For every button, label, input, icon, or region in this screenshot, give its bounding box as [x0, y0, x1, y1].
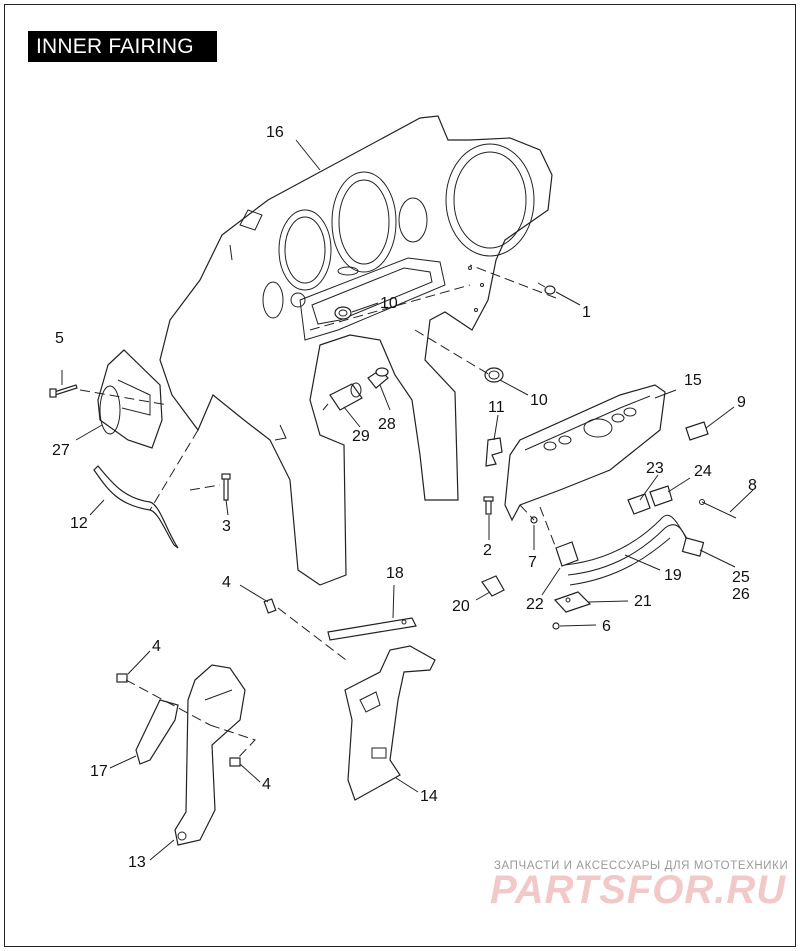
- part-4-screw-a: [263, 598, 277, 614]
- part-12-weatherstrip: [93, 465, 179, 549]
- part-23-24-switches: [627, 485, 673, 515]
- part-3-screw: [221, 473, 231, 501]
- callout-7: 7: [528, 554, 537, 571]
- callout-20: 20: [452, 598, 470, 615]
- watermark-caption: ЗАПЧАСТИ И АКСЕССУАРЫ ДЛЯ МОТОТЕХНИКИ: [494, 860, 789, 872]
- callout-2: 2: [483, 542, 492, 559]
- part-1-push-pin: [537, 282, 556, 295]
- callout-4-a: 4: [222, 574, 231, 591]
- callout-29: 29: [352, 428, 370, 445]
- part-5-screw: [49, 384, 78, 398]
- diagram-frame: [4, 4, 796, 947]
- callout-6: 6: [602, 618, 611, 635]
- part-4-screw-c: [229, 757, 241, 767]
- part-4-screw-b: [116, 673, 128, 683]
- part-25-26-connector: [681, 537, 705, 557]
- callout-4-b: 4: [152, 638, 161, 655]
- callout-labels: 16 1 10 10 15 9 11 23 24 8 5 27 12 3 29 …: [52, 124, 757, 871]
- part-16-inner-fairing: [159, 115, 553, 586]
- callout-1: 1: [582, 304, 591, 321]
- leader-lines: [61, 139, 754, 861]
- callout-15: 15: [684, 372, 702, 389]
- part-9-nut: [685, 421, 709, 441]
- callout-25: 25: [732, 569, 750, 586]
- callout-10-lower: 10: [530, 392, 548, 409]
- part-18-bracket-bar: [327, 617, 417, 641]
- callout-13: 13: [128, 854, 146, 871]
- callout-28: 28: [378, 416, 396, 433]
- callout-17: 17: [90, 763, 108, 780]
- assembly-lines: [79, 264, 557, 761]
- part-17-bracket: [135, 699, 179, 765]
- callout-9: 9: [737, 394, 746, 411]
- callout-26: 26: [732, 586, 750, 603]
- diagram-title: INNER FAIRING: [28, 31, 217, 62]
- part-13-bracket: [174, 664, 246, 846]
- callout-21: 21: [634, 593, 652, 610]
- callout-23: 23: [646, 460, 664, 477]
- part-11-clip: [485, 437, 503, 467]
- part-10-grommet-lower: [484, 367, 504, 383]
- part-28-lighter-element: [367, 367, 389, 389]
- callout-11: 11: [488, 399, 505, 416]
- part-19-wiring-harness: [564, 514, 691, 586]
- part-14-bracket: [344, 645, 436, 801]
- callout-22: 22: [526, 596, 544, 613]
- callout-19: 19: [664, 567, 682, 584]
- callout-12: 12: [70, 515, 88, 532]
- part-15-lower-panel: [504, 384, 666, 522]
- part-21-bracket: [553, 591, 592, 613]
- part-29-socket: [322, 382, 363, 411]
- part-20-cap: [481, 575, 505, 597]
- callout-14: 14: [420, 788, 438, 805]
- callout-3: 3: [222, 518, 231, 535]
- callout-16: 16: [266, 124, 284, 141]
- callout-8: 8: [748, 477, 757, 494]
- watermark-logo: PARTSFOR.RU: [490, 868, 787, 912]
- callout-18: 18: [386, 565, 404, 582]
- callout-5: 5: [55, 330, 64, 347]
- part-6-screw: [552, 622, 560, 630]
- part-10-grommet-upper: [334, 306, 352, 320]
- callout-24: 24: [694, 463, 712, 480]
- callout-10-upper: 10: [380, 295, 398, 312]
- part-2-screw: [483, 496, 494, 515]
- part-8-tie-strap: [699, 499, 737, 519]
- part-22-switch: [555, 541, 579, 567]
- callout-27: 27: [52, 442, 70, 459]
- callout-4-c: 4: [262, 776, 271, 793]
